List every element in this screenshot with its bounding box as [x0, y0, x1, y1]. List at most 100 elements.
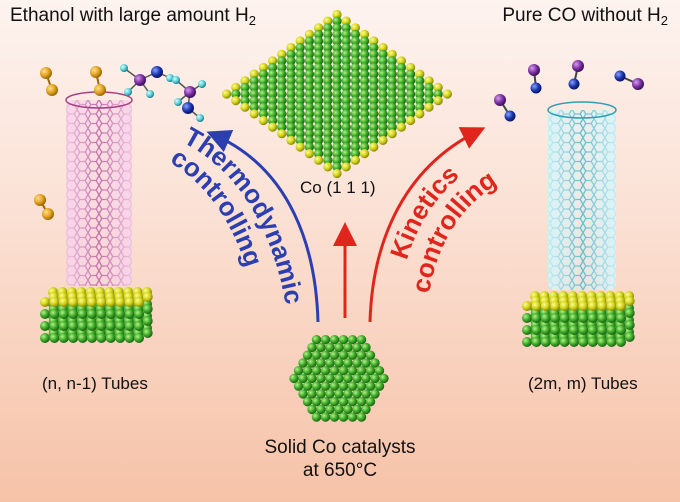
co-atom [320, 397, 331, 407]
co-atom [338, 412, 349, 422]
co-atom [341, 142, 351, 152]
co-atom [378, 135, 388, 145]
co-atom [304, 69, 314, 79]
co-atom [277, 76, 287, 86]
co-atom [124, 309, 135, 319]
co-atom [406, 102, 416, 112]
co-atom [347, 366, 358, 376]
co-atom [387, 122, 397, 132]
co-atom [597, 325, 608, 335]
co-atom [559, 325, 570, 335]
co-atom [311, 366, 322, 376]
co-atom [332, 155, 342, 165]
co-atom [323, 62, 333, 73]
left-nanotube [65, 91, 133, 286]
co-atom [302, 381, 313, 391]
co-atom [286, 82, 296, 92]
co-atom [396, 96, 406, 106]
co-atom [369, 135, 379, 145]
co-atom [406, 96, 416, 106]
ethanol-molecule [172, 76, 206, 122]
co-atom [286, 69, 296, 79]
co-atom [295, 36, 305, 46]
co-atom [332, 16, 342, 26]
co-atom [360, 69, 370, 79]
co-atom [77, 309, 88, 319]
co-atom [58, 297, 69, 307]
co-atom [58, 321, 69, 331]
co-atom [142, 292, 153, 302]
co-atom [277, 102, 287, 112]
right-nanotube [547, 101, 617, 290]
co-atom [314, 142, 324, 152]
co-atom [77, 333, 88, 343]
co-atom [569, 337, 579, 347]
co-atom [295, 82, 305, 92]
co-atom [323, 23, 333, 33]
co-atom [341, 162, 351, 172]
co-atom [396, 69, 406, 79]
co-atom [105, 333, 116, 343]
co-atom [341, 115, 351, 126]
co-atom [374, 381, 385, 391]
co-atom [332, 89, 342, 99]
co-atom [277, 96, 287, 106]
co-atom [369, 102, 379, 112]
co-atom [277, 56, 287, 66]
co-atom [616, 325, 626, 335]
co-atom [249, 109, 259, 119]
co-atom [332, 76, 342, 86]
co-atom [378, 62, 388, 73]
co-atom [87, 297, 97, 307]
co-atom [624, 308, 635, 318]
co-atom [341, 56, 351, 66]
co-atom [286, 76, 296, 86]
co-atom [295, 102, 305, 112]
co-atom [96, 297, 107, 307]
co-atom [350, 23, 360, 33]
co-atom [369, 142, 379, 152]
co-atom [304, 89, 314, 99]
co-atom [369, 96, 379, 106]
co-atom [352, 389, 362, 399]
co-atom [316, 389, 326, 399]
co-atom [323, 69, 333, 79]
co-atom [396, 122, 406, 132]
co-atom [338, 397, 349, 407]
co-atom [360, 29, 370, 39]
co-atom [329, 335, 340, 345]
co-atom [105, 321, 116, 331]
co-atom [258, 109, 268, 119]
co-atom [522, 313, 532, 323]
co-atom [96, 309, 107, 319]
co-atom [142, 316, 153, 326]
co-atom [323, 16, 333, 26]
co-atom [360, 76, 370, 86]
co-atom [323, 49, 333, 59]
co-atom [587, 325, 598, 335]
co-atom [258, 69, 268, 79]
co-atom [329, 350, 340, 360]
co-atom [378, 129, 388, 139]
co-atom [343, 358, 353, 368]
co-atom [304, 135, 314, 145]
co-atom [356, 366, 367, 376]
co-atom [406, 62, 416, 73]
co-atom [347, 397, 358, 407]
co-atom [77, 297, 88, 307]
co-atom [332, 168, 342, 179]
co-atom [343, 404, 353, 415]
co-atom [304, 96, 314, 106]
right-condition-title: Pure CO without H2 [502, 5, 668, 28]
co-atom [332, 122, 342, 132]
co-atom [531, 337, 542, 347]
co-atom [341, 16, 351, 26]
left-tubes-label: (n, n-1) Tubes [42, 374, 148, 393]
co-atom [332, 115, 342, 126]
co-atom [433, 96, 443, 106]
co-atom [307, 373, 317, 384]
co-atom [378, 115, 388, 126]
co-atom [360, 135, 370, 145]
co-atom [352, 342, 362, 353]
co-atom [396, 115, 406, 126]
